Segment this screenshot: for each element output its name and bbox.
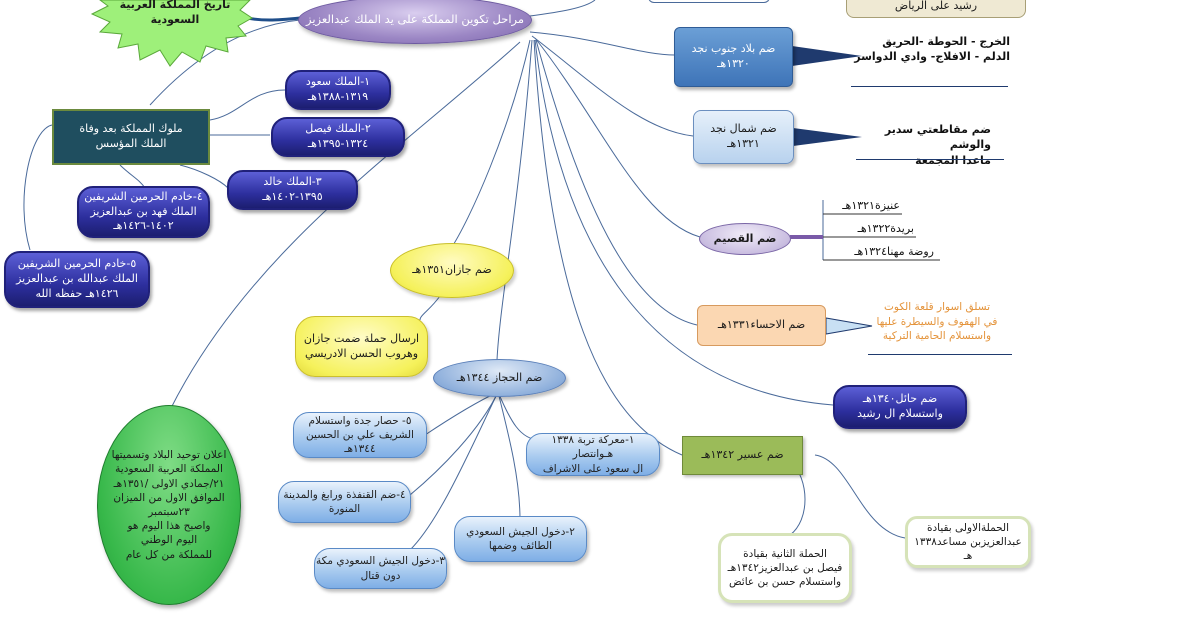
center-node[interactable]: مراحل تكوين المملكة على يد الملك عبدالعز…	[298, 0, 532, 44]
ahsa-underline	[868, 354, 1012, 355]
unification-node[interactable]: اعلان توحيد البلاد وتسميتها المملكة العر…	[97, 405, 241, 605]
king-faisal[interactable]: ٢-الملك فيصل ١٣٢٤-١٣٩٥هـ	[271, 117, 405, 157]
asir-second-campaign[interactable]: الحملة الثانية بقيادة فيصل بن عبدالعزيز١…	[718, 533, 852, 603]
south-najd-callout: الخرج - الحوطة -الحريق الدلم - الافلاج- …	[854, 35, 1010, 64]
king-abdullah[interactable]: ٥-خادم الحرمين الشريفين الملك عبدالله بن…	[4, 251, 150, 308]
hijaz-step-1[interactable]: ١-معركة تربة ١٣٣٨ هـوانتصار ال سعود على …	[526, 433, 660, 476]
ahsa-box[interactable]: ضم الاحساء١٣٣١هـ	[697, 305, 826, 346]
hijaz-step-4[interactable]: ٤-ضم القنفذة ورابغ والمدينة المنورة	[278, 481, 411, 523]
ahsa-callout: تسلق اسوار قلعة الكوت في الهفوف والسيطرة…	[876, 301, 998, 343]
king-khalid[interactable]: ٣-الملك خالد ١٣٩٥-١٤٠٢هـ	[227, 170, 358, 210]
hijaz-step-3[interactable]: ٣-دخول الجيش السعودي مكة دون قتال	[314, 548, 447, 589]
hijaz-step-2[interactable]: ٢-دخول الجيش السعودي الطائف وضمها	[454, 516, 587, 562]
asir-box[interactable]: ضم عسير ١٣٤٢هـ	[682, 436, 803, 475]
king-saud[interactable]: ١-الملك سعود ١٣١٩-١٣٨٨هـ	[285, 70, 391, 110]
qassim-item-3: روضة مهنا١٣٢٤هـ	[854, 245, 934, 258]
asir-first-campaign[interactable]: الحملةالاولى بقيادة عبدالعزيزبن مساعد١٣٣…	[905, 516, 1031, 568]
north-najd-box[interactable]: ضم شمال نجد ١٣٢١هـ	[693, 110, 794, 164]
title-burst: تاريخ المملكة العربية السعودية	[119, 0, 231, 26]
north-najd-callout: ضم مقاطعتي سدير والوشم ماعدا المجمعة	[884, 123, 991, 167]
qassim-node[interactable]: ضم القصيم	[699, 223, 791, 255]
king-fahd[interactable]: ٤-خادم الحرمين الشريفين الملك فهد بن عبد…	[77, 186, 210, 238]
north-najd-underline	[856, 159, 1004, 160]
jazan-node[interactable]: ضم جازان١٣٥١هـ	[390, 243, 514, 298]
south-najd-box[interactable]: ضم بلاد جنوب نجد ١٣٢٠هـ	[674, 27, 793, 87]
qassim-item-1: عنيزة١٣٢١هـ	[842, 199, 900, 212]
qassim-item-2: بريدة١٣٢٢هـ	[857, 222, 914, 235]
south-najd-underline	[851, 86, 1008, 87]
title-burst-shape	[90, 0, 253, 67]
hijaz-node[interactable]: ضم الحجاز ١٣٤٤هـ	[433, 359, 566, 397]
jazan-detail[interactable]: ارسال حملة ضمت جازان وهروب الحسن الادريس…	[295, 316, 428, 377]
top-shape-edge	[648, 0, 770, 3]
hijaz-step-5[interactable]: ٥- حصار جدة واستسلام الشريف علي بن الحسي…	[293, 412, 427, 458]
hail-node[interactable]: ضم حائل١٣٤٠هـ واستسلام ال رشيد	[833, 385, 967, 429]
kings-header[interactable]: ملوك المملكة بعد وفاة الملك المؤسس	[52, 109, 210, 165]
riyadh-box[interactable]: رشيد على الرياض	[846, 0, 1026, 18]
